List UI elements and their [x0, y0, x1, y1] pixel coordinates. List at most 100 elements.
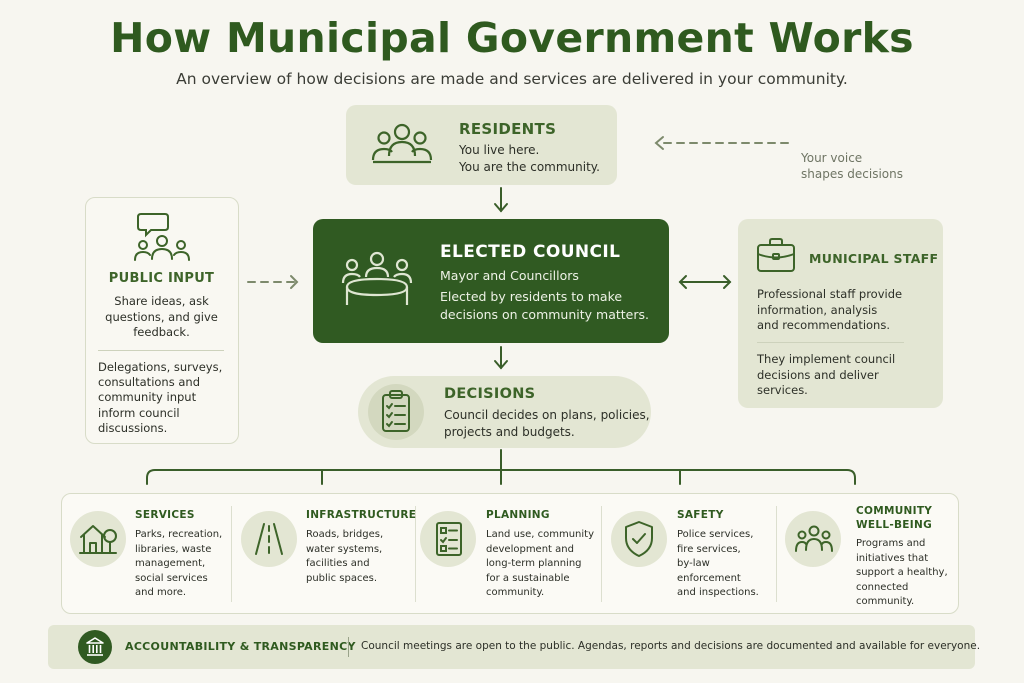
- wellbeing-desc-line: Programs and: [856, 538, 926, 549]
- community-people-icon: [795, 525, 833, 552]
- wellbeing-title: COMMUNITY WELL-BEING: [856, 505, 932, 532]
- planning-desc-line: development and: [486, 543, 574, 555]
- infrastructure-desc-line: water systems,: [306, 543, 383, 555]
- staff-note-line: They implement council: [757, 352, 896, 366]
- wellbeing-title-line: WELL-BEING: [856, 518, 932, 531]
- decisions-line-2: projects and budgets.: [444, 425, 575, 439]
- decisions-box: DECISIONS Council decides on plans, poli…: [358, 376, 651, 448]
- public-input-note: Delegations, surveys, consultations and …: [98, 360, 222, 436]
- services-desc: Parks, recreation, libraries, waste mana…: [135, 528, 222, 601]
- services-divider: [601, 506, 602, 602]
- safety-desc-line: enforcement: [677, 572, 741, 584]
- staff-note-line: decisions and deliver: [757, 367, 879, 382]
- infrastructure-desc: Roads, bridges, water systems, facilitie…: [306, 528, 383, 586]
- planning-desc-line: community.: [486, 587, 545, 598]
- council-line-2: decisions on community matters.: [440, 307, 649, 322]
- public-input-note-line: discussions.: [98, 420, 168, 435]
- safety-icon-circle: [611, 511, 667, 567]
- public-input-divider: [98, 350, 224, 351]
- wellbeing-desc: Programs and initiatives that support a …: [856, 537, 948, 610]
- council-subtitle: Mayor and Councillors: [440, 268, 579, 283]
- accountability-icon-circle: [78, 630, 112, 664]
- wellbeing-desc-line: support a healthy,: [856, 567, 948, 578]
- public-input-desc-line: feedback.: [133, 325, 190, 340]
- council-box: ELECTED COUNCIL Mayor and Councillors El…: [313, 219, 669, 343]
- shield-check-icon: [625, 521, 653, 557]
- wellbeing-title-line: COMMUNITY: [856, 505, 933, 517]
- services-desc-line: management,: [135, 558, 206, 569]
- public-input-note-line: consultations and: [98, 375, 200, 390]
- voice-note: Your voice shapes decisions: [801, 150, 903, 182]
- page-subtitle: An overview of how decisions are made an…: [176, 70, 848, 88]
- residents-box: RESIDENTS You live here. You are the com…: [346, 105, 617, 185]
- staff-note-line: services.: [757, 383, 808, 398]
- infrastructure-desc-line: public spaces.: [306, 572, 377, 584]
- public-input-title: PUBLIC INPUT: [108, 271, 215, 286]
- services-title-line: SERVICES: [135, 509, 195, 521]
- public-input-note-line: community input: [98, 390, 197, 405]
- safety-desc-line: Police services,: [677, 529, 754, 540]
- public-input-desc-line: questions, and give: [105, 309, 218, 324]
- wellbeing-desc-line: initiatives that: [856, 552, 929, 564]
- accountability-text: Council meetings are open to the public.…: [361, 640, 981, 652]
- public-input-desc: Share ideas, ask questions, and give fee…: [86, 294, 237, 341]
- public-input-note-line: inform council: [98, 405, 180, 420]
- speech-bubble-people-icon: [134, 213, 190, 261]
- planning-desc-line: Land use, community: [486, 529, 595, 540]
- staff-desc-line: and recommendations.: [757, 318, 890, 333]
- page-title: How Municipal Government Works: [110, 14, 914, 62]
- arrowhead-residents-council: [494, 203, 508, 213]
- house-tree-icon: [79, 525, 117, 554]
- public-input-desc-line: Share ideas, ask: [114, 294, 209, 308]
- staff-desc-line: information, analysis: [757, 302, 878, 317]
- municipal-staff-title: MUNICIPAL STAFF: [809, 251, 939, 266]
- municipal-staff-box: MUNICIPAL STAFF Professional staff provi…: [738, 219, 943, 408]
- staff-desc-line: Professional staff provide: [757, 287, 903, 301]
- wellbeing-desc-line: connected: [856, 581, 909, 593]
- services-divider: [415, 506, 416, 602]
- wellbeing-desc-line: community.: [856, 596, 915, 607]
- municipal-staff-note: They implement council decisions and del…: [757, 352, 895, 399]
- arrowhead-council-decisions: [494, 360, 508, 370]
- people-group-icon: [371, 123, 433, 164]
- decisions-line-1: Council decides on plans, policies,: [444, 408, 650, 422]
- safety-desc-line: and inspections.: [677, 587, 759, 598]
- accountability-separator: [348, 637, 349, 657]
- municipal-staff-desc: Professional staff provide information, …: [757, 287, 902, 334]
- decisions-title: DECISIONS: [444, 386, 536, 402]
- residents-line-1: You live here.: [459, 143, 540, 157]
- planning-desc: Land use, community development and long…: [486, 528, 594, 601]
- services-desc-line: Parks, recreation,: [135, 529, 223, 540]
- public-input-note-line: Delegations, surveys,: [98, 360, 223, 374]
- council-table-icon: [341, 251, 413, 305]
- council-line-1: Elected by residents to make: [440, 289, 623, 304]
- infrastructure-desc-line: facilities and: [306, 558, 370, 569]
- accountability-bar: ACCOUNTABILITY & TRANSPARENCY Council me…: [48, 625, 980, 669]
- safety-title: SAFETY: [677, 509, 724, 523]
- services-desc-line: social services: [135, 572, 208, 584]
- residents-line-2: You are the community.: [459, 160, 600, 174]
- planning-desc-line: for a sustainable: [486, 572, 570, 584]
- clipboard-checklist-icon: [382, 390, 410, 432]
- municipal-staff-divider: [757, 342, 904, 343]
- services-divider: [231, 506, 232, 602]
- services-divider: [776, 506, 777, 602]
- council-title: ELECTED COUNCIL: [440, 242, 621, 262]
- road-icon: [255, 523, 283, 555]
- services-title: SERVICES: [135, 509, 195, 523]
- residents-title: RESIDENTS: [459, 120, 557, 138]
- accountability-title: ACCOUNTABILITY & TRANSPARENCY: [125, 640, 356, 653]
- public-input-box: PUBLIC INPUT Share ideas, ask questions,…: [85, 197, 239, 444]
- planning-icon-circle: [420, 511, 476, 567]
- infrastructure-desc-line: Roads, bridges,: [306, 529, 384, 540]
- planning-title-line: PLANNING: [486, 509, 550, 521]
- plan-checklist-icon: [436, 522, 462, 556]
- infrastructure-title-line: INFRASTRUCTURE: [306, 509, 417, 521]
- safety-desc-line: fire services,: [677, 543, 741, 555]
- services-desc-line: libraries, waste: [135, 543, 212, 555]
- services-icon-circle: [70, 511, 126, 567]
- safety-title-line: SAFETY: [677, 509, 724, 521]
- voice-note-line-1: Your voice: [801, 151, 863, 165]
- planning-desc-line: long-term planning: [486, 558, 582, 569]
